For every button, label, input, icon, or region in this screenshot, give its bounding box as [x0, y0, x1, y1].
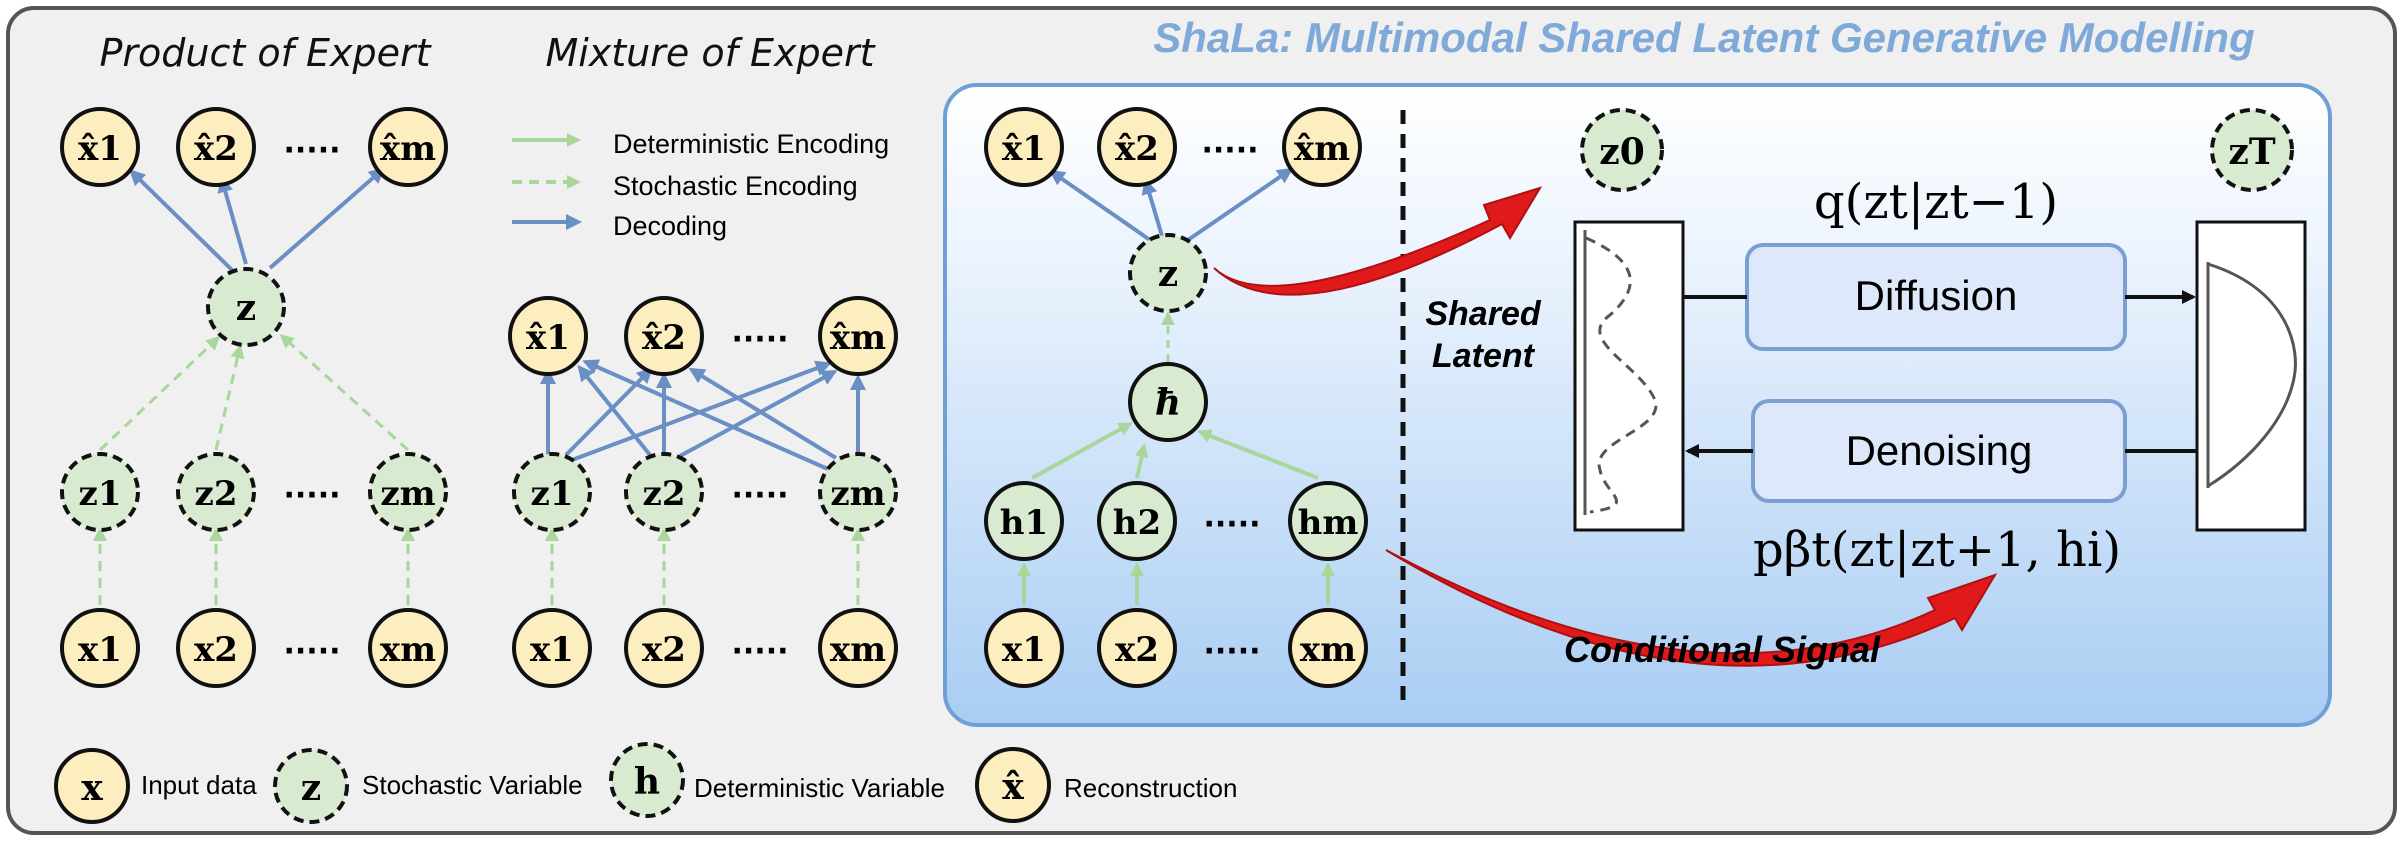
poe-z-node: z	[206, 267, 286, 347]
diffusion-label: Diffusion	[1855, 272, 2018, 319]
latent-to-diffusion-arrow	[1213, 186, 1543, 296]
poe-x1-label: x1	[78, 630, 122, 670]
poe-input-row: x1 x2 xm ·····	[60, 608, 448, 688]
shala-hm-label: hm	[1298, 503, 1359, 543]
shala-hidden-row: h1 h2 hm ·····	[984, 481, 1368, 561]
legend-deterministic-label: Deterministic Encoding	[613, 129, 889, 159]
poe-xm-label: xm	[380, 630, 436, 670]
moe-latent-row: z1 z2 zm ·····	[512, 452, 898, 532]
poe-dots-top: ·····	[284, 133, 341, 168]
conditional-signal-arrow	[1385, 549, 1998, 667]
moe-edges	[540, 359, 866, 605]
moe-xm-label: xm	[830, 630, 886, 670]
poe-dots-mid: ·····	[284, 478, 341, 513]
moe-title: Mixture of Expert	[545, 31, 876, 75]
moe-dots-mid: ·····	[732, 478, 789, 513]
zT-node: zT	[2210, 108, 2294, 192]
moe-xhat2-label: x̂2	[642, 318, 686, 358]
shared-latent-line1: Shared	[1425, 295, 1541, 333]
zT-label: zT	[2228, 131, 2275, 173]
moe-z1-label: z1	[531, 474, 574, 514]
conditional-signal-label: Conditional Signal	[1564, 629, 1881, 670]
legend-recon-label: Reconstruction	[1064, 773, 1237, 803]
shala-hbar-label: ħ	[1155, 382, 1181, 424]
moe-z2-label: z2	[643, 474, 686, 514]
poe-z-label: z	[236, 287, 256, 329]
data-distribution-panel	[1573, 220, 1685, 532]
shala-recon-row: x̂1 x̂2 x̂m ·····	[984, 107, 1362, 187]
poe-dots-bottom: ·····	[284, 634, 341, 669]
reverse-equation: pβt(zt|zt+1, hi)	[1753, 522, 2121, 578]
shala-input-row: x1 x2 xm ·····	[984, 608, 1368, 688]
moe-xhatm-label: x̂m	[830, 318, 886, 358]
moe-zm-label: zm	[830, 474, 885, 514]
legend-input-label: Input data	[141, 770, 257, 800]
shala-z-label: z	[1158, 253, 1178, 295]
bottom-legend: x Input data z Stochastic Variable h Det…	[54, 742, 1237, 824]
shared-latent-line2: Latent	[1432, 337, 1536, 375]
moe-xhat1-label: x̂1	[526, 318, 570, 358]
denoising-box: Denoising	[1751, 399, 2127, 503]
legend-decoding-label: Decoding	[613, 211, 727, 241]
shala-h2-label: h2	[1113, 503, 1161, 543]
shala-dots-top: ·····	[1202, 133, 1259, 168]
poe-xhat2-label: x̂2	[194, 129, 238, 169]
poe-z1-label: z1	[79, 474, 122, 514]
shala-hbar-node: ħ	[1128, 362, 1208, 442]
shala-x2-label: x2	[1115, 630, 1159, 670]
shala-dots-bottom: ·····	[1204, 634, 1261, 669]
gaussian-panel	[2195, 220, 2307, 532]
poe-z2-label: z2	[195, 474, 238, 514]
red-arrows	[1213, 186, 1998, 667]
z0-label: z0	[1599, 131, 1645, 173]
moe-x2-label: x2	[642, 630, 686, 670]
arrow-legend: Deterministic Encoding Stochastic Encodi…	[512, 129, 889, 241]
diffusion-box: Diffusion	[1745, 243, 2127, 351]
legend-deterministic-var-label: Deterministic Variable	[694, 773, 945, 803]
poe-xhat1-label: x̂1	[78, 129, 122, 169]
legend-deterministic-symbol: h	[634, 761, 660, 803]
denoising-label: Denoising	[1846, 427, 2033, 474]
legend-stochastic-label: Stochastic Encoding	[613, 171, 858, 201]
diffusion-arrows	[1683, 290, 2197, 458]
legend-stochastic-var-label: Stochastic Variable	[362, 770, 583, 800]
poe-edges	[93, 167, 415, 605]
poe-zm-label: zm	[380, 474, 435, 514]
shala-xm-label: xm	[1300, 630, 1356, 670]
shala-dots-mid: ·····	[1204, 507, 1261, 542]
shala-h1-label: h1	[1000, 503, 1048, 543]
shala-edges	[1017, 167, 1335, 605]
moe-dots-bottom: ·····	[732, 634, 789, 669]
shala-xhatm-label: x̂m	[1294, 129, 1350, 169]
poe-recon-row: x̂1 x̂2 x̂m ·····	[60, 107, 448, 187]
moe-input-row: x1 x2 xm ·····	[512, 608, 898, 688]
moe-dots-top: ·····	[732, 322, 789, 357]
legend-stochastic-symbol: z	[301, 767, 321, 809]
poe-xhatm-label: x̂m	[380, 129, 436, 169]
poe-latent-row: z1 z2 zm ·····	[60, 452, 448, 532]
poe-x2-label: x2	[194, 630, 238, 670]
legend-input-symbol: x	[81, 767, 103, 809]
moe-recon-row: x̂1 x̂2 x̂m ·····	[508, 296, 898, 376]
shala-xhat2-label: x̂2	[1115, 129, 1159, 169]
shala-z-node: z	[1128, 233, 1208, 313]
forward-equation: q(zt|zt−1)	[1814, 174, 2058, 230]
shala-x1-label: x1	[1002, 630, 1046, 670]
z0-node: z0	[1580, 108, 1664, 192]
poe-title: Product of Expert	[99, 31, 432, 75]
legend-recon-symbol: x̂	[1002, 766, 1024, 808]
shala-title: ShaLa: Multimodal Shared Latent Generati…	[1153, 14, 2255, 61]
shala-xhat1-label: x̂1	[1002, 129, 1046, 169]
moe-x1-label: x1	[530, 630, 574, 670]
